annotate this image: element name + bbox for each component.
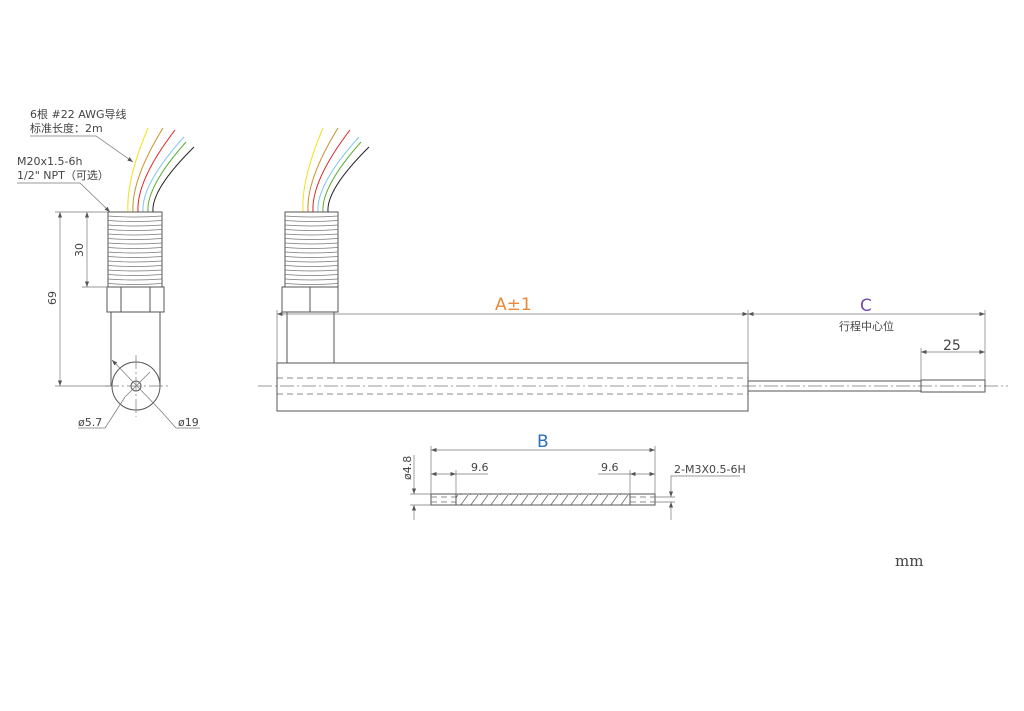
thread-line: [107, 265, 163, 267]
hex-nut: [106, 286, 165, 313]
thread-line: [284, 215, 339, 218]
wire: [327, 146, 370, 213]
thread-note-2: 1/2" NPT（可选）: [17, 169, 109, 182]
wire: [152, 146, 195, 213]
thread-line: [284, 265, 339, 267]
wire: [137, 129, 176, 213]
thread-line: [284, 220, 339, 222]
dim-a: A±1: [495, 295, 532, 315]
wire: [317, 136, 360, 213]
wire-note-1: 6根 #22 AWG导线: [30, 107, 127, 121]
thread-line: [107, 242, 163, 245]
dim-b: B: [537, 432, 549, 452]
thread-line: [284, 260, 339, 263]
thread-line: [107, 215, 163, 218]
dim-rod-dia: ø4.8: [401, 456, 414, 480]
rod-end: [920, 379, 986, 393]
wire: [302, 127, 324, 213]
wire: [147, 141, 187, 213]
thread-line: [284, 229, 339, 231]
dim-big-dia: ø19: [178, 416, 199, 429]
dim-right-thread: 9.6: [601, 461, 619, 474]
wire: [307, 127, 339, 213]
wire: [127, 127, 149, 213]
dim-end: 25: [943, 338, 961, 354]
dim-c-note: 行程中心位: [839, 319, 894, 333]
wire: [322, 141, 362, 213]
thread-line: [107, 238, 163, 240]
thread-line: [284, 283, 339, 285]
thread-note-1: M20x1.5-6h: [17, 155, 82, 168]
dim-c: C: [860, 296, 872, 316]
left-view: ø5.7 ø19 69 30 6根 #22 AWG导线 标准长度：2m M20x…: [17, 107, 200, 429]
thread-line: [107, 274, 163, 276]
thread-line: [284, 269, 339, 272]
thread-line: [107, 256, 163, 258]
thread-line: [107, 251, 163, 254]
thread-line: [284, 256, 339, 258]
thread-lines: [284, 215, 339, 285]
thread-line: [107, 233, 163, 236]
thread-spec: 2-M3X0.5-6H: [674, 463, 746, 476]
wire-note-2: 标准长度：2m: [30, 121, 103, 135]
thread-line: [284, 247, 339, 249]
dim-left-thread: 9.6: [471, 461, 489, 474]
thread-line: [284, 278, 339, 281]
rod-section: [430, 493, 656, 506]
thread-line: [107, 283, 163, 285]
thread-line: [107, 247, 163, 249]
unit-label: mm: [895, 552, 923, 570]
rod-view: B 9.6 9.6 ø4.8 2-M3X0.5-6H: [401, 432, 746, 520]
thread-line: [107, 229, 163, 231]
thread-line: [284, 224, 339, 227]
wires-main: [302, 127, 370, 213]
thread-line: [107, 224, 163, 227]
thread-line: [107, 220, 163, 222]
main-view: A±1 C 行程中心位 25: [258, 127, 1008, 412]
thread-line: [284, 242, 339, 245]
wires-left: [127, 127, 195, 213]
wire: [132, 127, 164, 213]
thread-line: [284, 233, 339, 236]
wire: [312, 129, 351, 213]
float-tube: [276, 362, 749, 412]
wire: [142, 136, 185, 213]
thread-line: [284, 251, 339, 254]
thread-line: [107, 260, 163, 263]
thread-line: [284, 238, 339, 240]
thread-line: [107, 269, 163, 272]
dim-thread-length: 30: [73, 243, 86, 257]
thread-lines: [107, 215, 163, 285]
dim-small-dia: ø5.7: [78, 416, 102, 429]
dim-total-length: 69: [46, 291, 59, 305]
thread-line: [284, 274, 339, 276]
thread-line: [107, 278, 163, 281]
